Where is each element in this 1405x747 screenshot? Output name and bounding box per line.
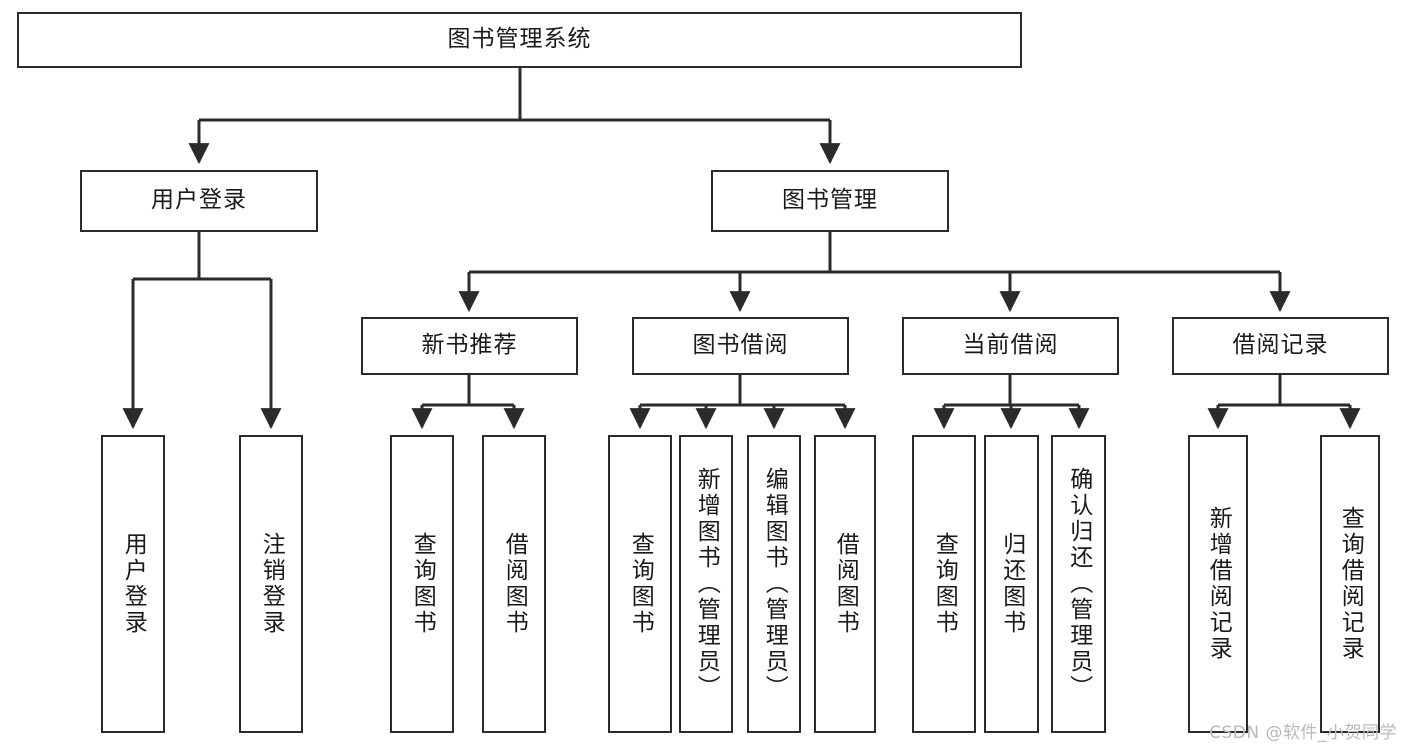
node-leaf-borrow-book-1-label: 借阅图书 <box>501 532 528 636</box>
node-leaf-logout[interactable]: 注销登录 <box>239 435 303 733</box>
node-book-borrow[interactable]: 图书借阅 <box>632 317 849 375</box>
node-leaf-confirm-return-label: 确认归还（管理员） <box>1065 467 1092 701</box>
node-leaf-borrow-book-2-label: 借阅图书 <box>832 532 859 636</box>
node-leaf-logout-label: 注销登录 <box>258 532 285 636</box>
node-leaf-query-book-2[interactable]: 查询图书 <box>608 435 672 733</box>
node-leaf-query-book-3-label: 查询图书 <box>931 532 958 636</box>
node-leaf-add-book[interactable]: 新增图书（管理员） <box>679 435 733 733</box>
node-leaf-query-book-1-label: 查询图书 <box>409 532 436 636</box>
node-leaf-return-book-label: 归还图书 <box>998 532 1025 636</box>
node-new-book-recommend[interactable]: 新书推荐 <box>361 317 578 375</box>
node-leaf-confirm-return[interactable]: 确认归还（管理员） <box>1051 435 1106 733</box>
node-book-management-label: 图书管理 <box>782 187 878 214</box>
node-leaf-user-login[interactable]: 用户登录 <box>101 435 165 733</box>
node-root[interactable]: 图书管理系统 <box>17 12 1022 68</box>
node-new-book-recommend-label: 新书推荐 <box>421 332 518 359</box>
node-leaf-query-book-2-label: 查询图书 <box>627 532 654 636</box>
node-leaf-return-book[interactable]: 归还图书 <box>984 435 1039 733</box>
node-user-login-label: 用户登录 <box>151 187 247 214</box>
node-leaf-borrow-book-1[interactable]: 借阅图书 <box>482 435 546 733</box>
node-book-management[interactable]: 图书管理 <box>711 170 949 232</box>
node-borrow-record[interactable]: 借阅记录 <box>1172 317 1389 375</box>
node-root-label: 图书管理系统 <box>447 26 592 53</box>
node-current-borrow-label: 当前借阅 <box>962 332 1059 359</box>
node-user-login[interactable]: 用户登录 <box>80 170 318 232</box>
node-leaf-borrow-book-2[interactable]: 借阅图书 <box>814 435 876 733</box>
node-leaf-edit-book-label: 编辑图书（管理员） <box>761 467 788 701</box>
node-leaf-query-record-label: 查询借阅记录 <box>1337 506 1364 662</box>
node-leaf-query-record[interactable]: 查询借阅记录 <box>1320 435 1380 733</box>
node-leaf-user-login-label: 用户登录 <box>120 532 147 636</box>
node-borrow-record-label: 借阅记录 <box>1232 332 1329 359</box>
node-leaf-query-book-1[interactable]: 查询图书 <box>390 435 454 733</box>
node-book-borrow-label: 图书借阅 <box>692 332 789 359</box>
node-leaf-query-book-3[interactable]: 查询图书 <box>912 435 976 733</box>
node-leaf-edit-book[interactable]: 编辑图书（管理员） <box>747 435 801 733</box>
node-leaf-add-record-label: 新增借阅记录 <box>1205 506 1232 662</box>
node-current-borrow[interactable]: 当前借阅 <box>902 317 1119 375</box>
node-leaf-add-book-label: 新增图书（管理员） <box>693 467 720 701</box>
csdn-watermark: CSDN @软件_小贺同学 <box>1209 723 1397 743</box>
node-leaf-add-record[interactable]: 新增借阅记录 <box>1188 435 1248 733</box>
